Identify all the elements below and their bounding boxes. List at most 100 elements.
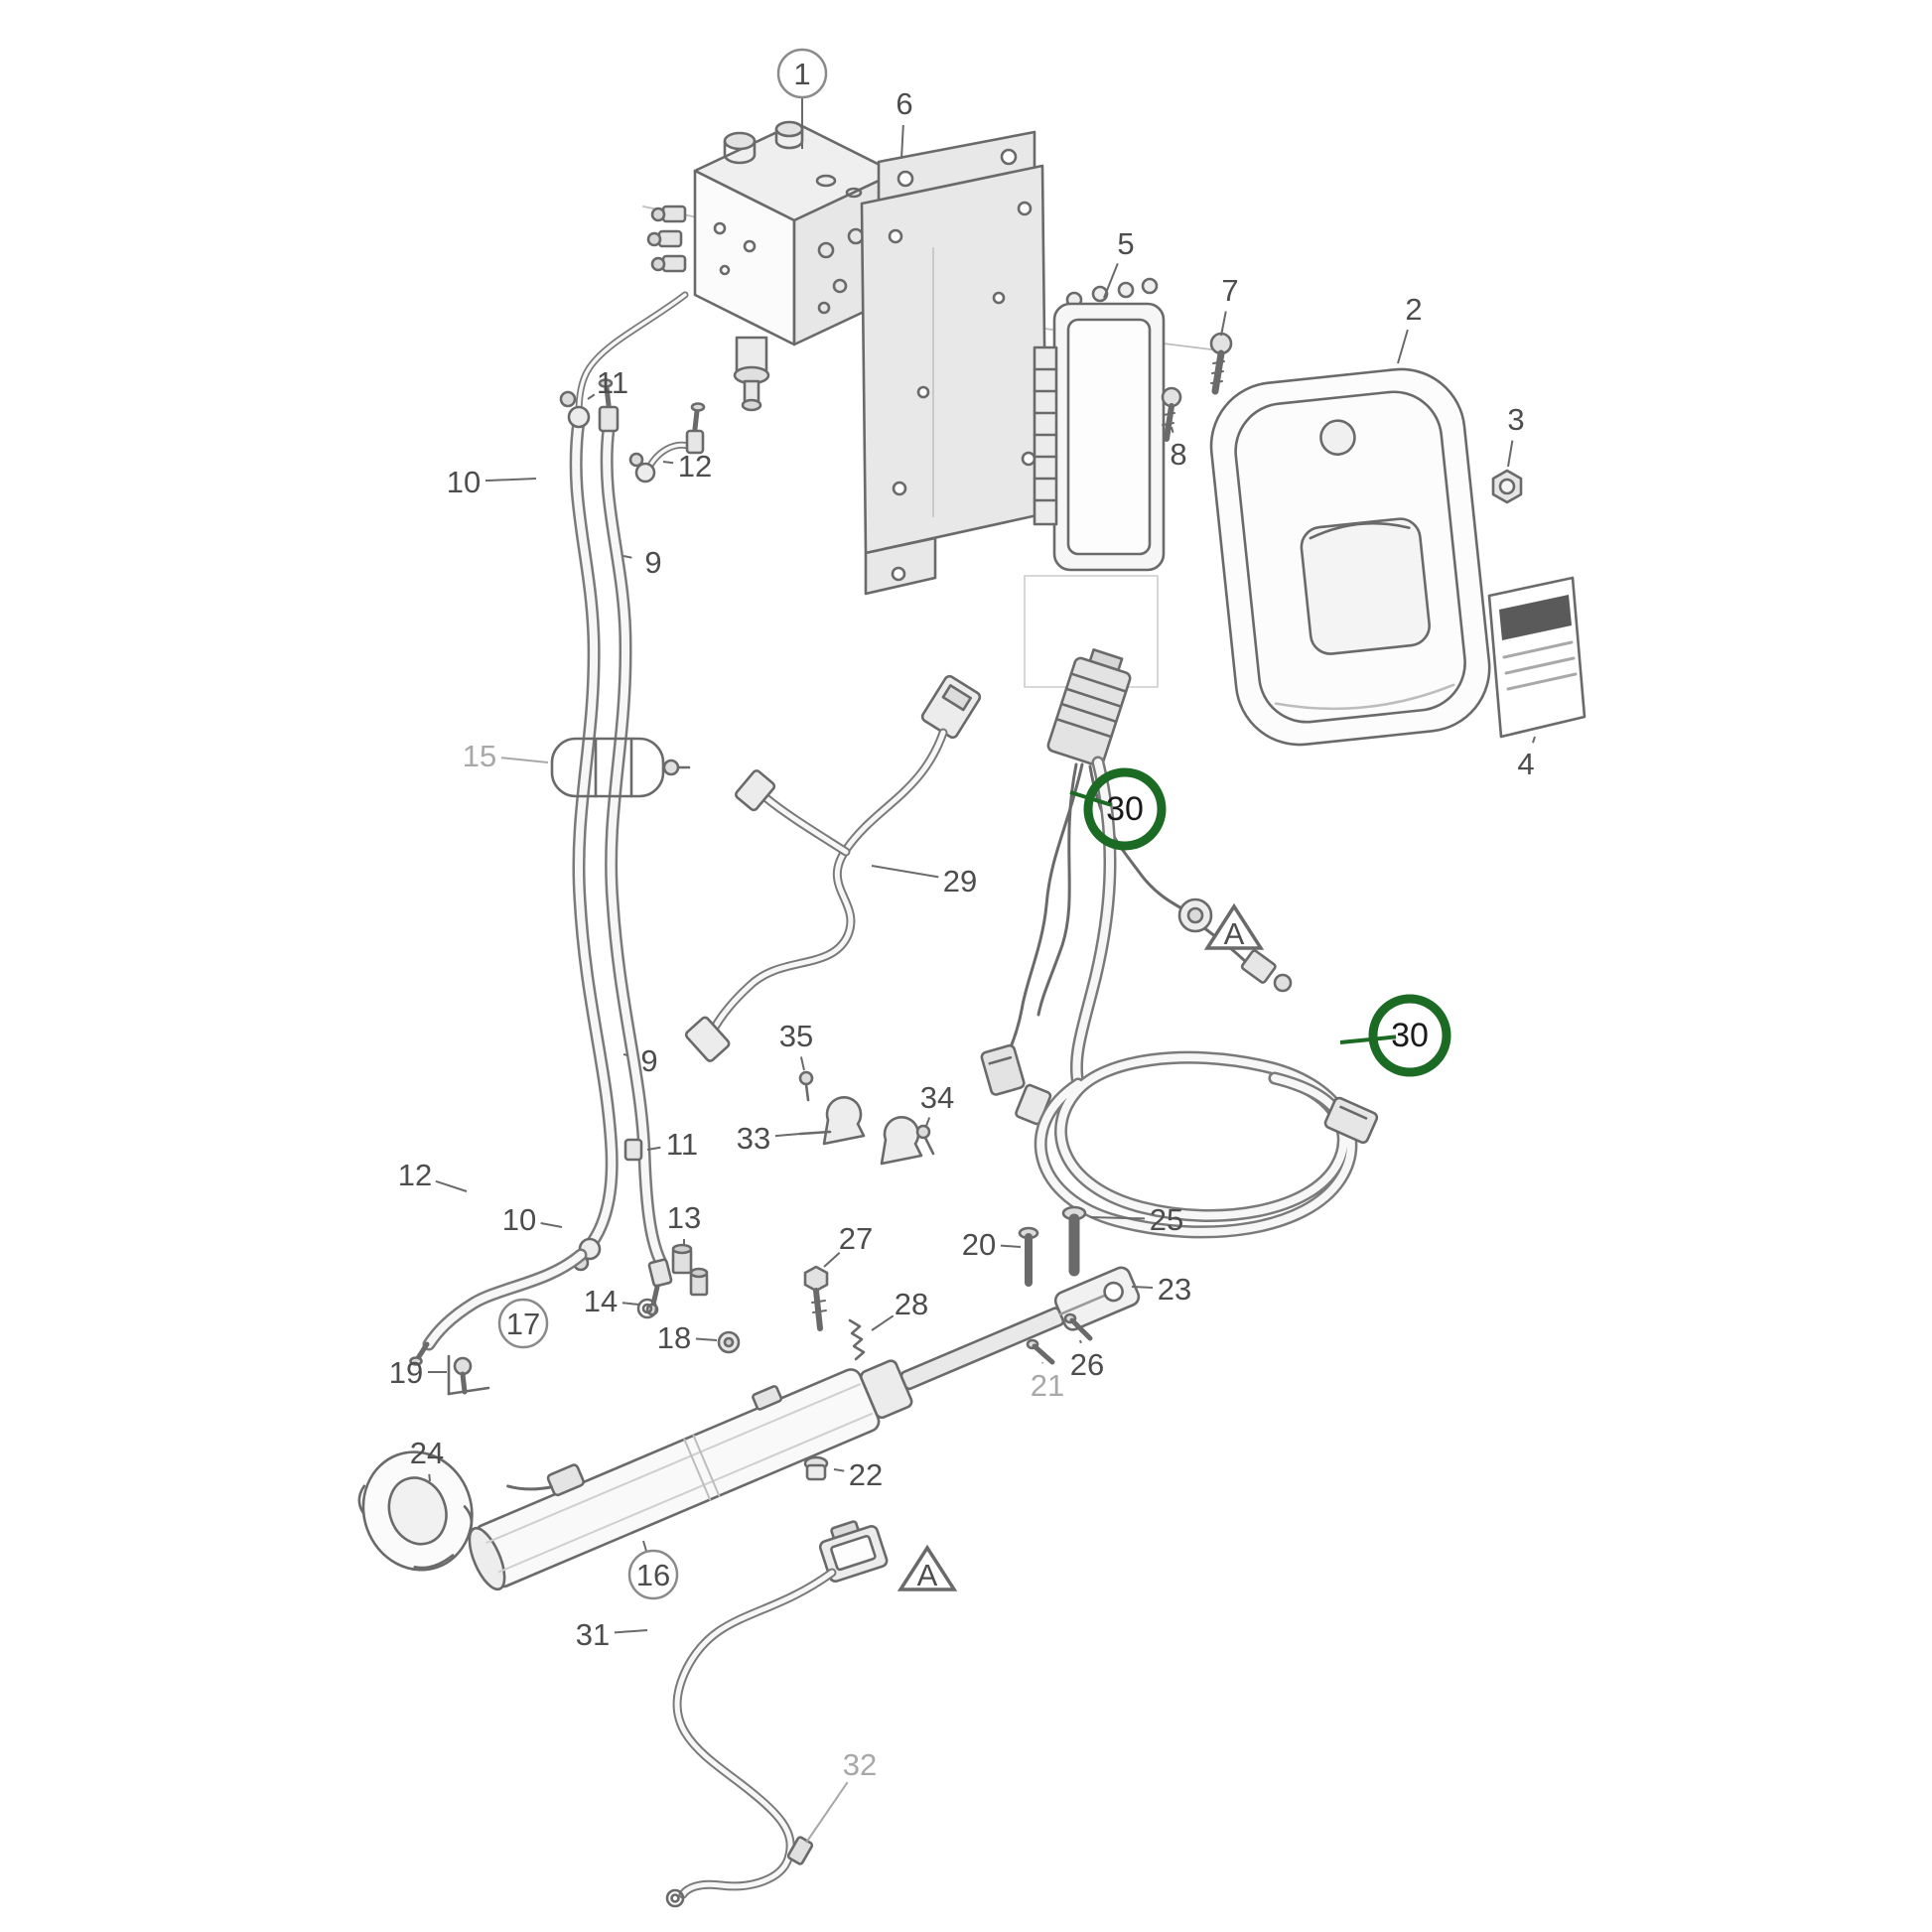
hose-clamp-part-15: [550, 737, 691, 798]
svg-text:11: 11: [597, 365, 628, 400]
part-callout-33-19: 33: [737, 1121, 801, 1156]
svg-text:27: 27: [839, 1221, 873, 1256]
svg-text:10: 10: [447, 465, 481, 499]
part-callout-4-7: 4: [1517, 736, 1536, 781]
svg-text:23: 23: [1158, 1272, 1191, 1307]
part-callout-34-18: 34: [920, 1080, 954, 1127]
part-callout-5-2: 5: [1103, 226, 1135, 299]
svg-text:2: 2: [1405, 292, 1422, 327]
part-callout-1-0: 1: [776, 48, 828, 149]
part-callout-11-8: 11: [587, 365, 628, 400]
svg-text:22: 22: [849, 1457, 883, 1492]
svg-text:A: A: [1224, 916, 1245, 951]
svg-text:10: 10: [502, 1202, 536, 1237]
end-cap-part-24: [357, 1450, 474, 1572]
part-callout-3-5: 3: [1507, 402, 1525, 468]
svg-text:8: 8: [1170, 437, 1186, 472]
svg-text:19: 19: [389, 1355, 423, 1390]
svg-text:9: 9: [644, 545, 661, 580]
cable-clips-parts-33-34-35: [798, 1070, 935, 1166]
cover-part-2: [1209, 367, 1491, 747]
svg-text:14: 14: [584, 1284, 618, 1318]
cable-harness-part-29: [684, 674, 982, 1062]
svg-text:30: 30: [1106, 790, 1144, 828]
part-callout-19-33: 19: [389, 1355, 447, 1390]
part-callout-35-17: 35: [779, 1019, 813, 1071]
svg-text:A: A: [917, 1558, 938, 1592]
part-callout-29-13: 29: [871, 864, 977, 898]
svg-text:17: 17: [506, 1307, 540, 1341]
svg-text:3: 3: [1507, 402, 1524, 437]
part-callout-a-39: A: [897, 1544, 958, 1592]
part-callout-22-37: 22: [833, 1457, 883, 1492]
part-callout-28-30: 28: [871, 1287, 928, 1331]
part-callout-30-14-highlight[interactable]: 30: [1069, 767, 1167, 851]
svg-text:6: 6: [896, 86, 912, 121]
part-callout-13-24: 13: [667, 1200, 701, 1245]
part-callout-12-10: 12: [662, 449, 712, 483]
part-callout-26-35: 26: [1070, 1339, 1104, 1382]
part-callout-23-29: 23: [1131, 1272, 1191, 1307]
hydraulic-valve-unit-part-1: [646, 120, 897, 412]
svg-text:12: 12: [678, 449, 712, 483]
svg-text:13: 13: [667, 1200, 701, 1235]
part-callout-17-31: 17: [497, 1298, 549, 1349]
screw-part-8: [1161, 386, 1182, 442]
part-callout-16-38: 16: [627, 1540, 679, 1600]
part-callout-25-25: 25: [1089, 1202, 1183, 1237]
svg-text:34: 34: [920, 1080, 954, 1115]
part-callout-6-1: 6: [896, 86, 913, 160]
svg-text:18: 18: [657, 1320, 691, 1355]
mounting-bracket-part-6: [860, 130, 1048, 596]
svg-text:35: 35: [779, 1019, 813, 1053]
part-callout-7-3: 7: [1220, 273, 1239, 337]
svg-text:33: 33: [737, 1121, 770, 1156]
control-module-part-5: [1033, 277, 1166, 572]
hydraulic-hoses-parts-9-14: [409, 291, 709, 1366]
steering-cylinder-part-16: [468, 1266, 1141, 1591]
part-callout-32-41: 32: [805, 1747, 877, 1844]
cable-part-31: [665, 1520, 889, 1908]
part-callout-24-36: 24: [410, 1436, 444, 1482]
svg-text:26: 26: [1070, 1347, 1104, 1382]
part-callout-14-28: 14: [584, 1284, 640, 1318]
part-callout-30-16-highlight[interactable]: 30: [1339, 994, 1451, 1077]
svg-text:16: 16: [636, 1558, 670, 1592]
part-callout-8-6: 8: [1170, 426, 1187, 472]
part-callout-20-26: 20: [962, 1227, 1022, 1262]
part-callout-15-12: 15: [463, 739, 549, 773]
part-callout-11-21: 11: [646, 1127, 698, 1162]
wiring-harness-part-30: [980, 648, 1379, 1239]
svg-text:9: 9: [640, 1043, 657, 1078]
svg-text:25: 25: [1150, 1202, 1183, 1237]
part-callout-27-27: 27: [823, 1221, 873, 1268]
part-callout-31-40: 31: [576, 1617, 648, 1652]
diagram-artwork: [357, 120, 1587, 1908]
svg-text:28: 28: [895, 1287, 928, 1321]
nut-part-3: [1491, 469, 1523, 504]
svg-text:31: 31: [576, 1617, 610, 1652]
part-callout-2-4: 2: [1397, 292, 1423, 364]
svg-text:1: 1: [793, 57, 810, 91]
part-callout-10-9: 10: [447, 465, 537, 499]
svg-text:24: 24: [410, 1436, 444, 1470]
part-callout-18-32: 18: [657, 1320, 718, 1355]
svg-text:15: 15: [463, 739, 496, 773]
svg-text:30: 30: [1391, 1017, 1429, 1054]
svg-text:32: 32: [843, 1747, 877, 1782]
svg-text:29: 29: [943, 864, 977, 898]
part-callout-9-11: 9: [622, 545, 662, 580]
svg-text:21: 21: [1031, 1368, 1064, 1403]
svg-text:11: 11: [666, 1127, 698, 1162]
decal-part-4: [1487, 576, 1587, 739]
part-callout-a-15: A: [1203, 902, 1265, 951]
cylinder-small-parts: [447, 1205, 1093, 1481]
part-callout-9-20: 9: [622, 1043, 658, 1078]
svg-text:4: 4: [1517, 747, 1534, 781]
svg-text:5: 5: [1117, 226, 1134, 261]
svg-text:20: 20: [962, 1227, 996, 1262]
part-callout-10-23: 10: [502, 1202, 563, 1237]
